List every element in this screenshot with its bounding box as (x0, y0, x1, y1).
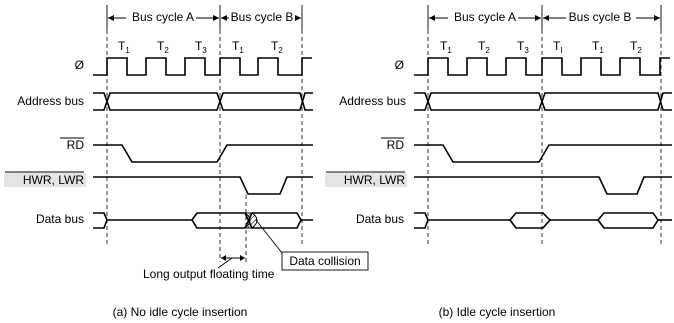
svg-text:T2: T2 (630, 39, 642, 55)
state-label: T3 (517, 39, 529, 55)
svg-text:HWR, LWR: HWR, LWR (23, 173, 84, 187)
data-collision-hatch (243, 212, 258, 229)
rd-waveform (93, 144, 313, 163)
clock-signal-label: Ø (395, 58, 404, 72)
svg-text:T3: T3 (195, 39, 207, 55)
data-collision-callout: Data collision (255, 219, 369, 271)
state-label: T1 (440, 39, 452, 55)
caption-a: (a) No idle cycle insertion (113, 305, 248, 319)
svg-text:Data collision: Data collision (289, 254, 360, 268)
hwr-lwr-waveform (414, 176, 672, 195)
svg-text:T2: T2 (271, 39, 283, 55)
diagram-b: Bus cycle A Bus cycle B T1 T2 T3 TI T1 T… (325, 5, 672, 319)
state-label: T1 (118, 39, 130, 55)
clock-waveform (93, 57, 312, 76)
svg-text:RD: RD (387, 138, 405, 152)
address-bus-label: Address bus (339, 94, 406, 108)
svg-text:T1: T1 (440, 39, 452, 55)
svg-text:T1: T1 (592, 39, 604, 55)
bus-cycle-b-label: Bus cycle B (569, 10, 632, 24)
rd-waveform (414, 144, 672, 163)
bus-cycle-a-label: Bus cycle A (454, 10, 516, 24)
floating-time-label: Long output floating time (143, 267, 275, 281)
hwr-lwr-waveform (93, 176, 313, 195)
state-label: T2 (271, 39, 283, 55)
svg-text:HWR, LWR: HWR, LWR (344, 173, 405, 187)
svg-text:T1: T1 (118, 39, 130, 55)
svg-text:T3: T3 (517, 39, 529, 55)
svg-text:T2: T2 (157, 39, 169, 55)
svg-text:T2: T2 (478, 39, 490, 55)
bus-cycle-a-label: Bus cycle A (132, 10, 194, 24)
data-bus-waveform (93, 212, 313, 229)
svg-text:T1: T1 (232, 39, 244, 55)
bus-cycle-b-label: Bus cycle B (231, 10, 294, 24)
rd-signal-label: RD (381, 137, 405, 152)
hwr-lwr-signal-label: HWR, LWR (4, 171, 86, 187)
state-label: T3 (195, 39, 207, 55)
address-bus-waveform (93, 92, 313, 111)
caption-b: (b) Idle cycle insertion (439, 305, 556, 319)
state-label: T1 (592, 39, 604, 55)
data-bus-label: Data bus (356, 212, 404, 226)
svg-text:TI: TI (553, 39, 563, 55)
floating-time-dimension (217, 255, 245, 269)
state-label: T2 (478, 39, 490, 55)
state-label: TI (553, 39, 563, 55)
address-bus-label: Address bus (17, 94, 84, 108)
diagram-a: Bus cycle A Bus cycle B T1 T2 T3 T1 T2 Ø… (4, 5, 369, 319)
data-bus-waveform (414, 212, 672, 229)
data-bus-label: Data bus (36, 212, 84, 226)
state-label: T2 (157, 39, 169, 55)
address-bus-waveform (414, 92, 672, 111)
hwr-lwr-signal-label: HWR, LWR (325, 171, 407, 187)
rd-signal-label: RD (60, 137, 85, 152)
state-label: T2 (630, 39, 642, 55)
svg-text:RD: RD (67, 138, 85, 152)
state-label: T1 (232, 39, 244, 55)
clock-signal-label: Ø (75, 58, 84, 72)
